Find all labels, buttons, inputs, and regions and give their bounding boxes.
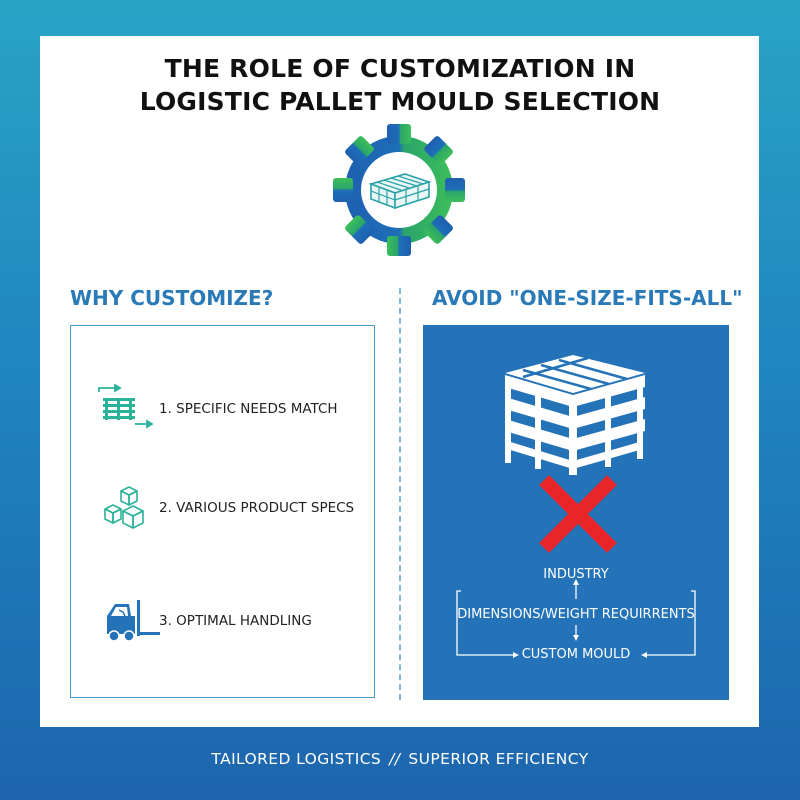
flow-industry: INDUSTRY [543, 567, 609, 582]
footer-separator: // [389, 750, 401, 768]
title-line-2: LOGISTIC PALLET MOULD SELECTION [139, 87, 661, 116]
page-title: THE ROLE OF CUSTOMIZATION IN LOGISTIC PA… [0, 52, 800, 118]
gear-pallet-icon [333, 124, 465, 256]
flow-custom-mould: CUSTOM MOULD [521, 647, 631, 662]
list-item: 3. OPTIMAL HANDLING [71, 596, 376, 646]
why-customize-panel: 1. SPECIFIC NEEDS MATCH 2. VARIOUS PRODU… [70, 325, 375, 698]
avoid-panel-graphics [456, 355, 696, 658]
boxes-icon [104, 486, 144, 529]
item-label-optimal-handling: 3. OPTIMAL HANDLING [159, 613, 312, 629]
list-item: 2. VARIOUS PRODUCT SPECS [71, 483, 376, 533]
forklift-icon [107, 600, 160, 642]
footer-right: SUPERIOR EFFICIENCY [408, 750, 589, 768]
item-label-product-specs: 2. VARIOUS PRODUCT SPECS [159, 500, 355, 516]
red-x-icon [539, 475, 617, 553]
item-label-specific-needs: 1. SPECIFIC NEEDS MATCH [159, 401, 338, 417]
flow-dimensions: DIMENSIONS/WEIGHT REQUIRRENTS [457, 607, 695, 622]
why-customize-heading: WHY CUSTOMIZE? [70, 286, 274, 310]
list-item: 1. SPECIFIC NEEDS MATCH [71, 384, 376, 434]
section-divider [399, 288, 401, 700]
pallet-arrows-icon [98, 384, 153, 429]
footer-tagline: TAILORED LOGISTICS // SUPERIOR EFFICIENCY [0, 750, 800, 768]
pallet-stack-icon [505, 355, 645, 475]
avoid-panel: INDUSTRY DIMENSIONS/WEIGHT REQUIRRENTS C… [423, 325, 729, 700]
avoid-heading: AVOID "ONE-SIZE-FITS-ALL" [432, 286, 743, 310]
footer-left: TAILORED LOGISTICS [211, 750, 382, 768]
title-line-1: THE ROLE OF CUSTOMIZATION IN [164, 54, 636, 83]
